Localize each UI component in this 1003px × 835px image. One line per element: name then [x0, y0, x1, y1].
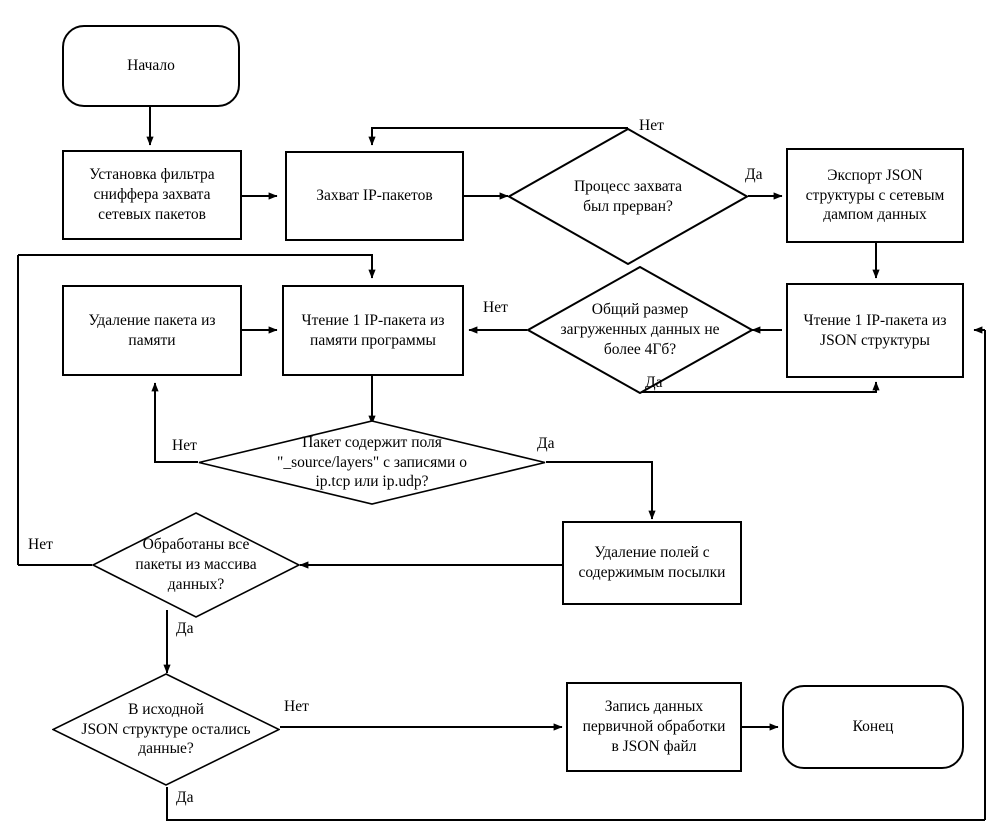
node-size-check[interactable]: Общий размер загруженных данных не более… — [527, 266, 753, 394]
edge-label-capture-yes: Да — [745, 166, 763, 183]
edge-label-data-yes: Да — [176, 789, 194, 806]
node-all-processed-label: Обработаны все пакеты из массива данных? — [135, 536, 257, 593]
node-end-label: Конец — [852, 718, 894, 736]
node-read-from-memory[interactable]: Чтение 1 IP-пакета из памяти программы — [282, 285, 464, 376]
node-read-from-json[interactable]: Чтение 1 IP-пакета из JSON структуры — [786, 283, 964, 378]
node-all-processed[interactable]: Обработаны все пакеты из массива данных? — [92, 512, 300, 618]
diamond-shape — [52, 673, 280, 786]
edge-leftbus-to-readmem — [18, 254, 376, 279]
node-write-json-label: Запись данных первичной обработки в JSON… — [582, 698, 726, 755]
diamond-shape — [198, 420, 546, 505]
edge-layers-yes — [546, 461, 656, 520]
diamond-shape — [527, 266, 753, 394]
edge-label-size-yes: Да — [645, 374, 663, 391]
edge-label-left-no: Нет — [28, 536, 53, 553]
edge-label-capture-no: Нет — [639, 117, 664, 134]
node-capture-interrupted[interactable]: Процесс захвата был прерван? — [508, 128, 748, 265]
node-read-from-json-label: Чтение 1 IP-пакета из JSON структуры — [803, 311, 947, 349]
node-remove-fields[interactable]: Удаление полей с содержимым посылки — [562, 521, 742, 605]
node-capture-label: Захват IP-пакетов — [316, 187, 433, 205]
node-set-filter-label: Установка фильтра сниффера захвата сетев… — [89, 166, 215, 223]
node-start[interactable]: Начало — [62, 25, 240, 107]
node-delete-packet[interactable]: Удаление пакета из памяти — [62, 285, 242, 376]
node-capture-interrupted-label: Процесс захвата был прерван? — [573, 177, 683, 215]
edge-label-all-yes: Да — [176, 620, 194, 637]
node-export-json-label: Экспорт JSON структуры с сетевым дампом … — [805, 166, 945, 224]
node-capture[interactable]: Захват IP-пакетов — [285, 151, 464, 241]
edge-label-size-no: Нет — [483, 299, 508, 316]
edge-dataleft-yes-loop — [166, 787, 985, 821]
node-start-label: Начало — [127, 57, 175, 75]
node-data-left-label: В исходной JSON структуре остались данны… — [81, 700, 251, 758]
node-export-json[interactable]: Экспорт JSON структуры с сетевым дампом … — [786, 148, 964, 243]
edge-label-layers-no: Нет — [172, 437, 197, 454]
node-size-check-label: Общий размер загруженных данных не более… — [560, 301, 720, 358]
node-has-layers-label: Пакет содержит поля "_source/layers" с з… — [277, 433, 467, 491]
node-set-filter[interactable]: Установка фильтра сниффера захвата сетев… — [62, 150, 242, 240]
node-has-layers[interactable]: Пакет содержит поля "_source/layers" с з… — [198, 420, 546, 505]
node-end[interactable]: Конец — [782, 685, 964, 769]
node-data-left[interactable]: В исходной JSON структуре остались данны… — [52, 673, 280, 786]
diamond-shape — [508, 128, 748, 265]
node-remove-fields-label: Удаление полей с содержимым посылки — [578, 544, 726, 581]
node-write-json[interactable]: Запись данных первичной обработки в JSON… — [566, 682, 742, 772]
node-delete-packet-label: Удаление пакета из памяти — [88, 311, 216, 349]
diamond-shape — [92, 512, 300, 618]
edge-label-layers-yes: Да — [537, 435, 555, 452]
edge-label-data-no: Нет — [284, 698, 309, 715]
node-read-from-memory-label: Чтение 1 IP-пакета из памяти программы — [301, 311, 445, 349]
